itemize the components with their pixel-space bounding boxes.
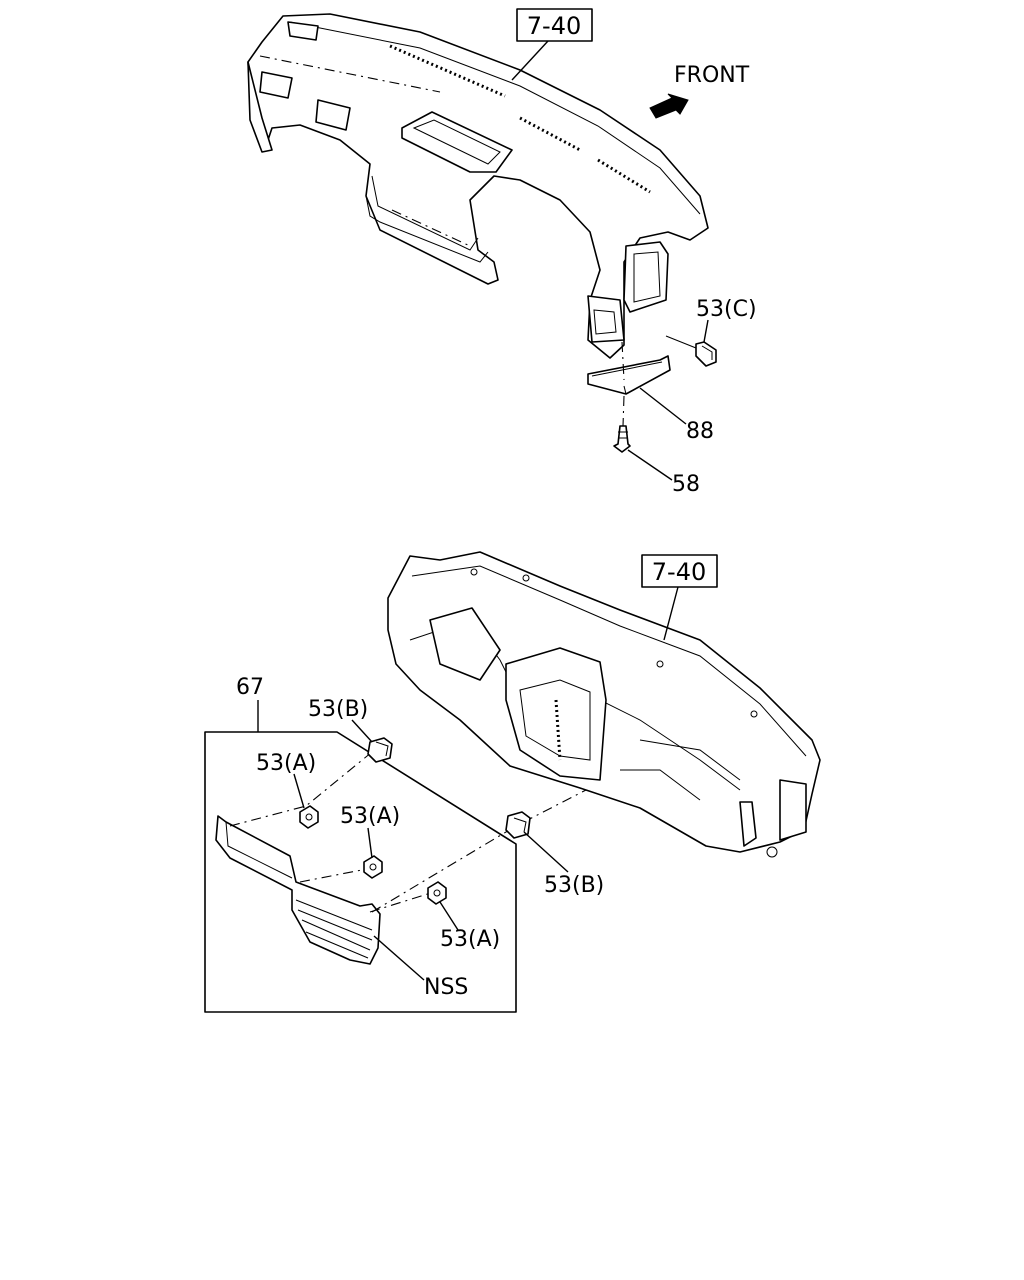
part-53a-1-group: 53(A) [256, 751, 319, 829]
reference-box-lower: 7-40 [641, 554, 718, 641]
lower-cover-panel: NSS [215, 815, 468, 1000]
clip-53a-3-icon [427, 881, 447, 905]
reference-box-upper: 7-40 [511, 8, 593, 81]
part-67-box: 67 [204, 675, 517, 1013]
callout-53b-top: 53(B) [308, 697, 368, 722]
screw-58-icon [613, 425, 631, 453]
clip-53a-1-icon [299, 805, 319, 829]
part-58-group: 58 [613, 395, 700, 497]
callout-53a-2: 53(A) [340, 804, 400, 829]
instrument-panel-assembly [247, 13, 709, 359]
part-53b-right-group: 53(B) [505, 811, 604, 898]
part-53a-3-group: 53(A) [427, 881, 500, 952]
callout-53a-1: 53(A) [256, 751, 316, 776]
part-53b-top-group: 53(B) [308, 697, 393, 763]
callout-53a-3: 53(A) [440, 927, 500, 952]
part-53a-2-group: 53(A) [340, 804, 400, 879]
front-direction-indicator: FRONT [649, 63, 750, 119]
callout-53b-right: 53(B) [544, 873, 604, 898]
clip-53c-icon [695, 341, 717, 367]
callout-nss: NSS [424, 975, 468, 1000]
front-label: FRONT [674, 63, 750, 88]
reference-label-lower: 7-40 [652, 558, 706, 586]
part-53c-group: 53(C) [665, 297, 757, 367]
callout-88: 88 [686, 419, 714, 444]
bracket-88-icon [587, 355, 671, 395]
callout-53c: 53(C) [696, 297, 757, 322]
part-88-group: 88 [587, 341, 714, 444]
clip-53a-2-icon [363, 855, 383, 879]
reference-label-upper: 7-40 [527, 12, 581, 40]
callout-58: 58 [672, 472, 700, 497]
panel-frame-assembly [387, 551, 821, 858]
front-arrow-icon [649, 93, 689, 119]
callout-67: 67 [236, 675, 264, 700]
